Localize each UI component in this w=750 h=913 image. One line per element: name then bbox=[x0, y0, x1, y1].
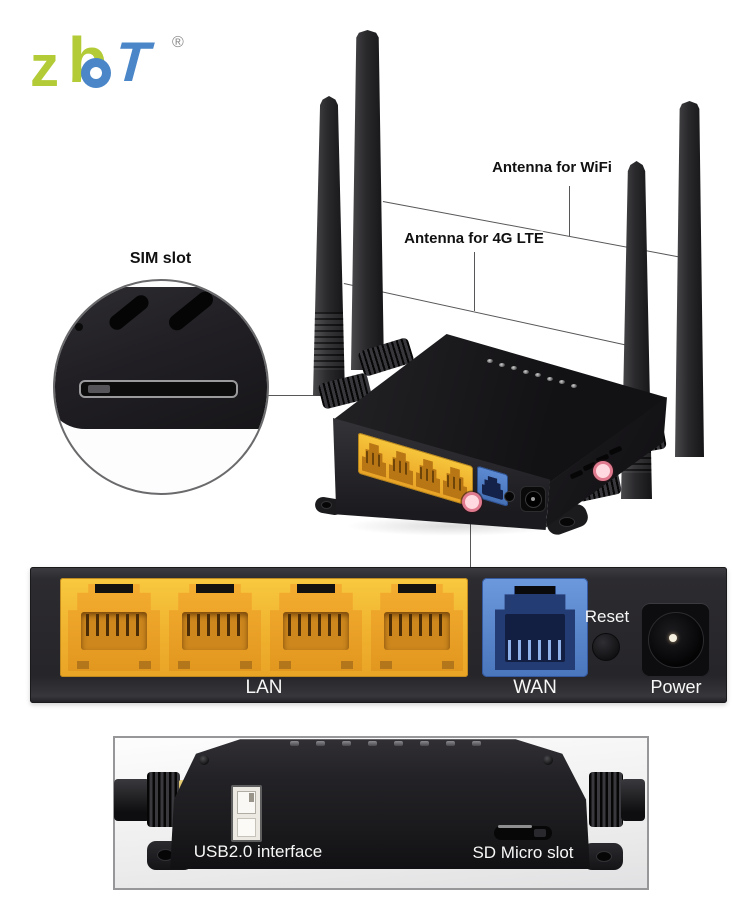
io-antenna-stub-right bbox=[621, 779, 645, 821]
sd-card-slot bbox=[494, 825, 552, 840]
usb-label: USB2.0 interface bbox=[193, 842, 323, 861]
mounting-ear-hole bbox=[560, 518, 574, 526]
antenna-wifi-left bbox=[351, 30, 384, 370]
led-hole bbox=[342, 741, 351, 746]
led-hole bbox=[472, 741, 481, 746]
lan-label: LAN bbox=[245, 677, 283, 698]
reset-label: Reset bbox=[584, 607, 630, 626]
led-hole bbox=[316, 741, 325, 746]
lan-port-3 bbox=[270, 584, 362, 671]
led-hole bbox=[523, 370, 529, 374]
reset-button bbox=[592, 633, 620, 661]
sim-card-slot bbox=[79, 380, 238, 398]
led-hole bbox=[499, 363, 505, 367]
wan-location-marker bbox=[462, 492, 482, 512]
lan-port-block bbox=[60, 578, 468, 677]
callout-line-wifi-drop bbox=[569, 186, 570, 236]
screw-hole bbox=[75, 323, 83, 331]
power-label: Power bbox=[650, 677, 702, 697]
registered-mark: ® bbox=[172, 34, 184, 51]
callout-line-wan-drop bbox=[470, 506, 471, 567]
sim-zoom-case-edge bbox=[55, 287, 267, 429]
antenna-wifi-right bbox=[675, 101, 704, 457]
logo-b-dot-hole bbox=[90, 67, 102, 79]
led-hole bbox=[547, 377, 553, 381]
led-hole bbox=[559, 380, 565, 384]
led-hole bbox=[290, 741, 299, 746]
label-sim-slot: SIM slot bbox=[129, 250, 192, 267]
lan-port-4 bbox=[371, 584, 463, 671]
led-hole bbox=[511, 366, 517, 370]
sim-zoom-circle bbox=[53, 279, 269, 495]
led-hole bbox=[368, 741, 377, 746]
io-antenna-nut-right bbox=[589, 772, 623, 827]
reset-pinhole-front bbox=[504, 491, 515, 502]
led-hole bbox=[535, 373, 541, 377]
io-ear-hole bbox=[597, 852, 611, 861]
led-hole bbox=[571, 384, 577, 388]
antenna-lte-left bbox=[313, 96, 345, 396]
label-antenna-lte: Antenna for 4G LTE bbox=[404, 230, 544, 247]
sim-tray-tab bbox=[88, 385, 110, 393]
label-antenna-wifi: Antenna for WiFi bbox=[492, 159, 612, 176]
led-hole bbox=[446, 741, 455, 746]
lan-port-1 bbox=[68, 584, 160, 671]
brand-logo: z b T ® bbox=[28, 26, 208, 110]
power-jack bbox=[641, 603, 710, 677]
logo-letter-t: T bbox=[107, 30, 159, 93]
io-ear-hole bbox=[158, 850, 173, 860]
led-hole bbox=[394, 741, 403, 746]
led-hole bbox=[487, 359, 493, 363]
io-antenna-stub-left bbox=[114, 779, 150, 821]
sim-location-marker bbox=[593, 461, 613, 481]
screw bbox=[199, 755, 209, 765]
wan-port bbox=[482, 578, 588, 677]
screw bbox=[543, 755, 553, 765]
usb-port bbox=[231, 785, 262, 842]
mounting-ear-hole bbox=[322, 502, 331, 508]
sd-label: SD Micro slot bbox=[472, 843, 574, 862]
callout-line-lte-diagonal bbox=[343, 283, 626, 346]
led-hole bbox=[420, 741, 429, 746]
wan-label: WAN bbox=[513, 677, 557, 698]
io-case-body: USB2.0 interface SD Micro slot bbox=[170, 739, 590, 869]
power-jack-front bbox=[520, 486, 546, 512]
lan-port-2 bbox=[169, 584, 261, 671]
callout-line-lte-drop bbox=[474, 252, 475, 311]
logo-letter-z: z bbox=[30, 34, 59, 99]
